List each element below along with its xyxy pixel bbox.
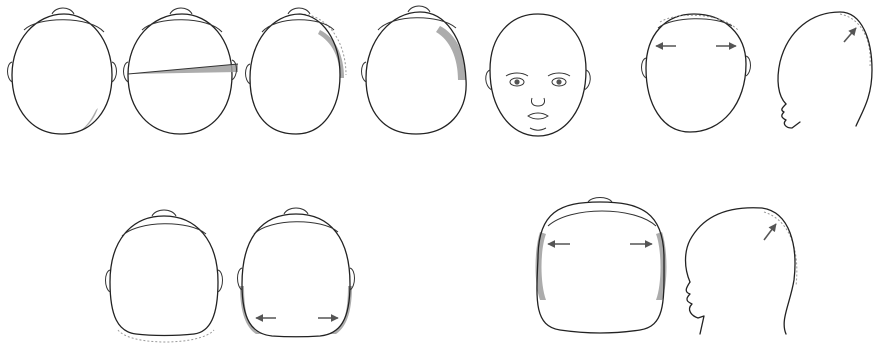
head-outline	[128, 14, 232, 134]
face-profile	[686, 282, 704, 334]
arrow-diagonal	[764, 224, 776, 240]
nose	[531, 98, 544, 106]
ear-left	[124, 62, 129, 82]
head-outline	[12, 14, 112, 134]
nose-bump	[588, 198, 612, 203]
arrow-diagonal	[844, 28, 856, 42]
head-front-widening	[642, 14, 751, 132]
ear-right	[218, 270, 223, 292]
head-top-normal	[8, 8, 117, 134]
head-side-bulge	[778, 12, 872, 128]
nose-bump	[152, 210, 176, 216]
hair-line	[548, 211, 656, 226]
normal-outline	[764, 212, 797, 286]
nose-bump	[408, 6, 430, 12]
brow-left	[506, 73, 528, 76]
nose-bump	[170, 8, 192, 14]
nose-bump	[288, 8, 310, 14]
profile-outline	[686, 208, 795, 334]
face-outline	[490, 14, 586, 136]
brow-right	[548, 73, 570, 76]
face-front	[486, 14, 591, 136]
profile-outline	[778, 12, 872, 126]
head-outline	[646, 14, 746, 132]
head-side-bossing	[686, 208, 797, 334]
ear-left	[642, 58, 647, 78]
flattening-right	[330, 286, 352, 334]
ear-right	[112, 62, 117, 82]
normal-outline	[840, 14, 870, 66]
ear-left	[106, 270, 111, 292]
head-top-plagiocephaly-marked	[362, 6, 467, 134]
head-outline	[250, 14, 340, 134]
face-profile	[782, 104, 800, 128]
hair-line	[122, 224, 206, 236]
head-outline	[110, 216, 218, 336]
mouth	[528, 113, 548, 119]
head-top-plagiocephaly-mild	[246, 8, 347, 134]
nose-bump	[284, 208, 308, 214]
head-outline	[537, 202, 664, 333]
widening-right	[656, 232, 667, 300]
pupil-left	[514, 79, 519, 84]
head-top-wide-square	[536, 198, 667, 334]
head-top-diagonal-measure	[124, 8, 239, 134]
ear-left	[362, 62, 367, 82]
pupil-right	[556, 79, 561, 84]
chin	[530, 128, 546, 130]
nose-bump	[52, 8, 74, 14]
ear-left	[8, 62, 13, 82]
head-top-brachycephaly-marked	[238, 208, 355, 337]
head-outline	[366, 12, 466, 134]
ear-left	[246, 64, 251, 84]
ear-right	[746, 56, 751, 76]
head-top-brachycephaly-mild	[106, 210, 223, 342]
flattening-left	[240, 286, 262, 334]
hair-line	[254, 222, 338, 234]
